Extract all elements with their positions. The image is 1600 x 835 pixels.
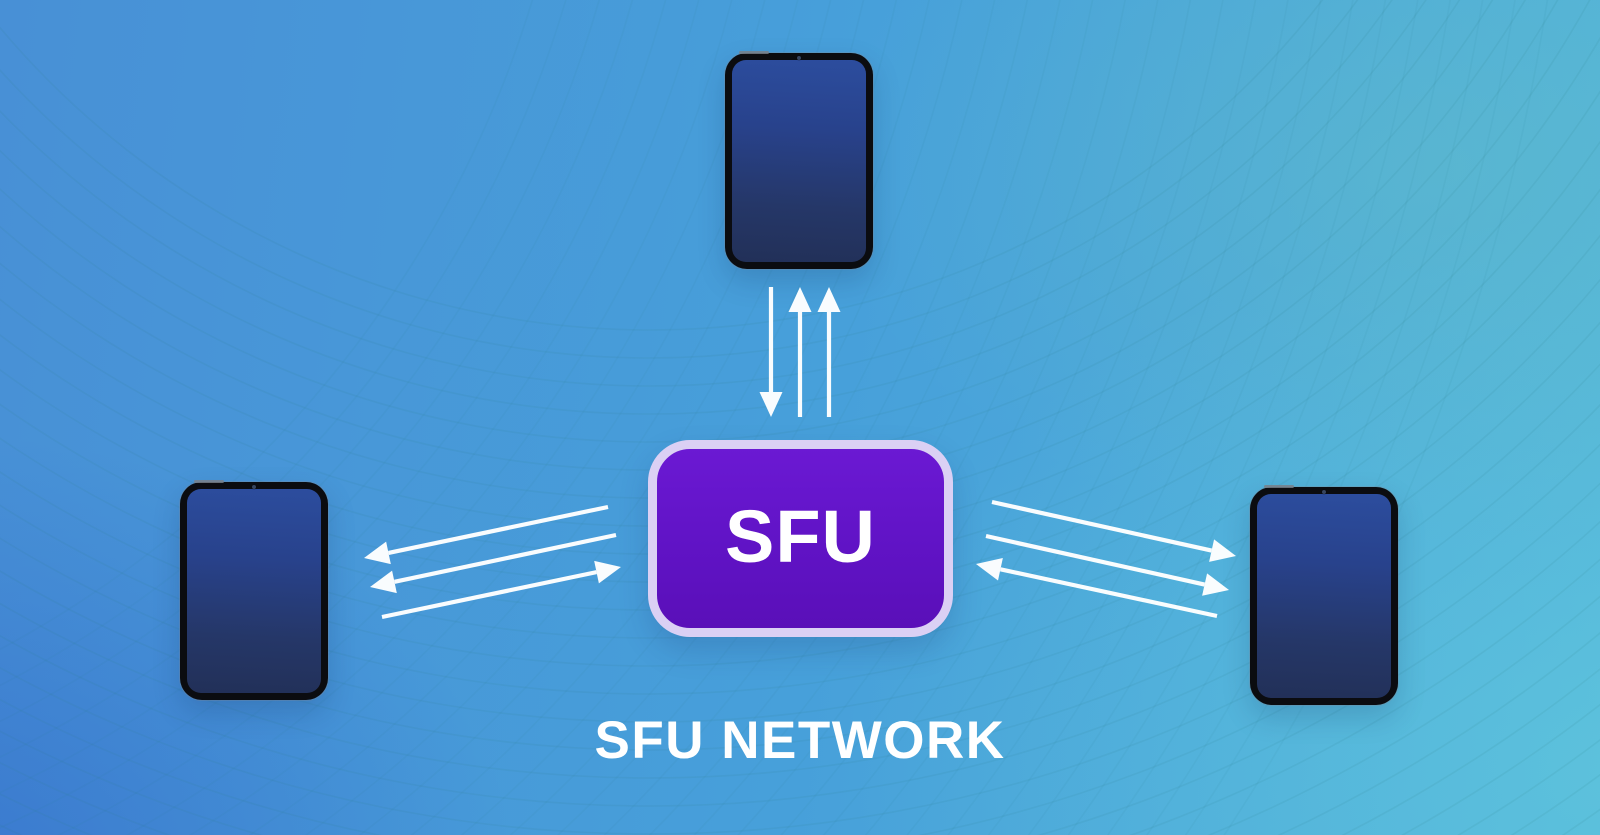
tablet-top: [725, 51, 873, 269]
tablet-left-screen: [187, 489, 321, 693]
arrow-client-right-to-sfu: [976, 558, 1218, 619]
sfu-node: SFU: [648, 440, 953, 637]
arrow-sfu-to-client-right: [985, 533, 1229, 596]
volume-buttons: [1264, 485, 1294, 488]
camera-dot: [1322, 489, 1326, 494]
volume-buttons: [194, 480, 224, 483]
camera-dot: [797, 55, 801, 60]
tablet-left: [180, 480, 328, 700]
arrow-sfu-to-client-top: [817, 287, 841, 417]
tablet-right-screen: [1257, 494, 1391, 698]
tablet-top-screen: [732, 60, 866, 262]
arrow-sfu-to-client-top: [788, 287, 812, 417]
camera-dot: [252, 484, 256, 489]
volume-buttons: [739, 51, 769, 54]
arrow-sfu-to-client-left: [364, 504, 609, 565]
tablet-right: [1250, 485, 1398, 705]
arrow-client-left-to-sfu: [381, 560, 621, 620]
diagram-caption: SFU NETWORK: [594, 711, 1006, 770]
arrow-sfu-to-client-right: [991, 499, 1236, 562]
arrow-client-top-to-sfu: [759, 287, 783, 417]
sfu-label: SFU: [725, 494, 876, 578]
arrow-sfu-to-client-left: [370, 532, 617, 594]
